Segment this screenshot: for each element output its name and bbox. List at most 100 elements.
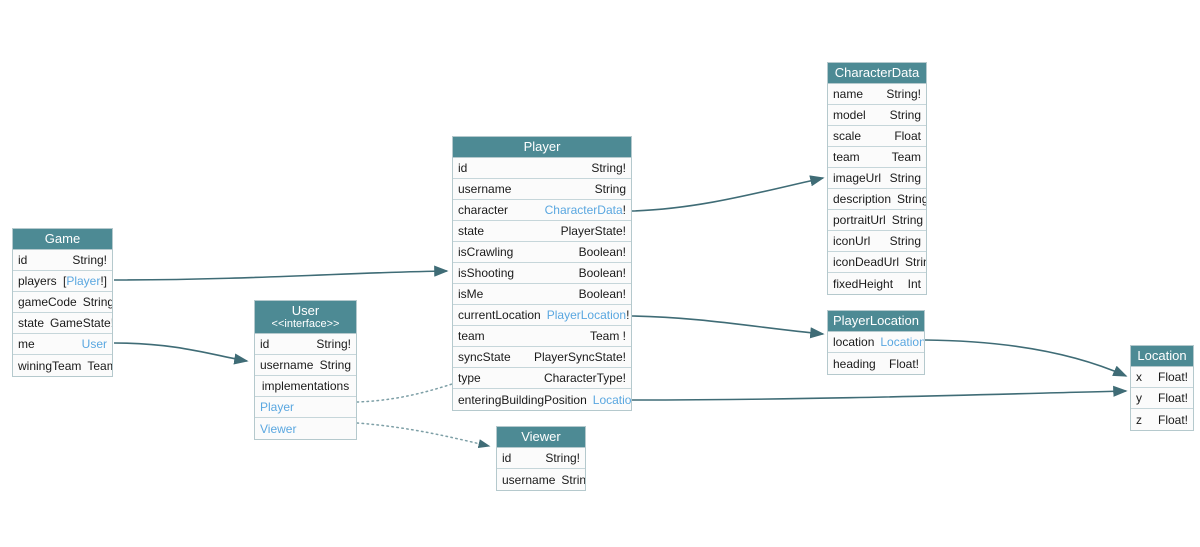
field-row[interactable]: iconDeadUrl String: [828, 252, 926, 273]
field-type: [Player!]: [62, 274, 107, 288]
entity-characterdata-title: CharacterData: [828, 63, 926, 84]
field-type: Location!: [874, 332, 924, 352]
field-row[interactable]: team Team: [828, 147, 926, 168]
type-ref-link[interactable]: Player: [66, 274, 101, 288]
field-type: String: [561, 472, 585, 487]
field-row[interactable]: name String!: [828, 84, 926, 105]
field-name: enteringBuildingPosition: [458, 392, 587, 407]
field-type: String!: [82, 295, 112, 309]
field-row[interactable]: state PlayerState!: [453, 221, 631, 242]
field-type: Location: [587, 390, 631, 410]
entity-playerlocation[interactable]: PlayerLocation location Location! headin…: [827, 310, 925, 375]
field-row[interactable]: portraitUrl String: [828, 210, 926, 231]
field-row[interactable]: imageUrl String: [828, 168, 926, 189]
field-row[interactable]: gameCode String!: [13, 292, 112, 313]
field-row[interactable]: description String: [828, 189, 926, 210]
field-name: gameCode: [18, 295, 77, 309]
field-type: String!: [316, 337, 351, 351]
entity-game-title: Game: [13, 229, 112, 250]
entity-characterdata[interactable]: CharacterData name String! model String …: [827, 62, 927, 295]
field-type: String!: [72, 253, 107, 267]
field-row[interactable]: team Team !: [453, 326, 631, 347]
field-name: imageUrl: [833, 171, 882, 185]
field-row[interactable]: scale Float: [828, 126, 926, 147]
field-name: winingTeam: [18, 358, 82, 373]
field-row[interactable]: syncState PlayerSyncState!: [453, 347, 631, 368]
field-name: username: [260, 358, 314, 372]
type-ref-link[interactable]: Location: [880, 335, 924, 349]
entity-location[interactable]: Location x Float! y Float! z Float!: [1130, 345, 1194, 431]
field-type: Team: [87, 358, 112, 373]
entity-player[interactable]: Player id String! username String charac…: [452, 136, 632, 411]
field-row[interactable]: character CharacterData!: [453, 200, 631, 221]
field-name: iconDeadUrl: [833, 255, 900, 269]
field-type: Float!: [1157, 370, 1188, 384]
field-row[interactable]: isMe Boolean!: [453, 284, 631, 305]
field-type: String!: [591, 161, 626, 175]
field-row[interactable]: iconUrl String: [828, 231, 926, 252]
field-name: type: [458, 371, 481, 385]
field-type: Team: [891, 150, 921, 164]
type-ref-link[interactable]: Location: [592, 392, 631, 407]
field-type: PlayerLocation!: [546, 308, 630, 322]
field-row[interactable]: username String: [453, 179, 631, 200]
field-row[interactable]: model String: [828, 105, 926, 126]
field-type: Int: [907, 276, 921, 291]
field-name: currentLocation: [458, 308, 541, 322]
field-name: isMe: [458, 287, 484, 301]
field-row[interactable]: isCrawling Boolean!: [453, 242, 631, 263]
field-row[interactable]: isShooting Boolean!: [453, 263, 631, 284]
field-type: String: [319, 358, 351, 372]
entity-location-title: Location: [1131, 346, 1193, 367]
field-row[interactable]: location Location!: [828, 332, 924, 353]
connector-user-viewer-impl: [356, 422, 491, 449]
field-name: players: [18, 274, 57, 288]
entity-playerlocation-title: PlayerLocation: [828, 311, 924, 332]
entity-viewer[interactable]: Viewer id String! username String: [496, 426, 586, 491]
field-row[interactable]: heading Float!: [828, 353, 924, 374]
field-type: String: [889, 234, 921, 248]
field-row[interactable]: z Float!: [1131, 409, 1193, 430]
field-row[interactable]: currentLocation PlayerLocation!: [453, 305, 631, 326]
field-row[interactable]: fixedHeight Int: [828, 273, 926, 294]
field-row[interactable]: state GameState!: [13, 313, 112, 334]
field-row[interactable]: enteringBuildingPosition Location: [453, 389, 631, 410]
type-ref-link[interactable]: User: [81, 337, 107, 351]
field-type: Boolean!: [578, 287, 626, 301]
field-name: y: [1136, 391, 1142, 405]
connector-player-enteringbuildingposition-to-location: [631, 385, 1128, 401]
field-row[interactable]: me User: [13, 334, 112, 355]
field-row[interactable]: username String: [255, 355, 356, 376]
field-name: x: [1136, 370, 1142, 384]
field-row[interactable]: id String!: [13, 250, 112, 271]
implementations-label: implementations: [261, 379, 350, 393]
type-ref-link[interactable]: CharacterData: [544, 203, 623, 217]
implementation-item-player[interactable]: Player: [255, 397, 356, 418]
field-type: String: [594, 182, 626, 196]
entity-user[interactable]: User <<interface>> id String! username S…: [254, 300, 357, 440]
field-type: String: [889, 171, 921, 185]
field-row[interactable]: id String!: [497, 448, 585, 469]
field-row[interactable]: type CharacterType!: [453, 368, 631, 389]
field-type: String: [905, 255, 926, 269]
field-row[interactable]: username String: [497, 469, 585, 490]
type-ref-link[interactable]: PlayerLocation: [546, 308, 627, 322]
implementations-header: implementations: [255, 376, 356, 397]
field-row[interactable]: x Float!: [1131, 367, 1193, 388]
field-name: description: [833, 192, 892, 206]
field-type: String: [897, 192, 926, 206]
field-name: model: [833, 108, 866, 122]
field-row[interactable]: winingTeam Team: [13, 355, 112, 376]
field-name: name: [833, 87, 864, 101]
field-row[interactable]: id String!: [255, 334, 356, 355]
field-type: PlayerState!: [560, 224, 626, 238]
field-row[interactable]: players [Player!]: [13, 271, 112, 292]
entity-game[interactable]: Game id String! players [Player!] gameCo…: [12, 228, 113, 377]
field-type: String!: [886, 87, 921, 101]
field-type: User: [76, 334, 107, 354]
field-row[interactable]: y Float!: [1131, 388, 1193, 409]
entity-user-title: User <<interface>>: [255, 301, 356, 334]
implementation-item-viewer[interactable]: Viewer: [255, 418, 356, 439]
field-row[interactable]: id String!: [453, 158, 631, 179]
